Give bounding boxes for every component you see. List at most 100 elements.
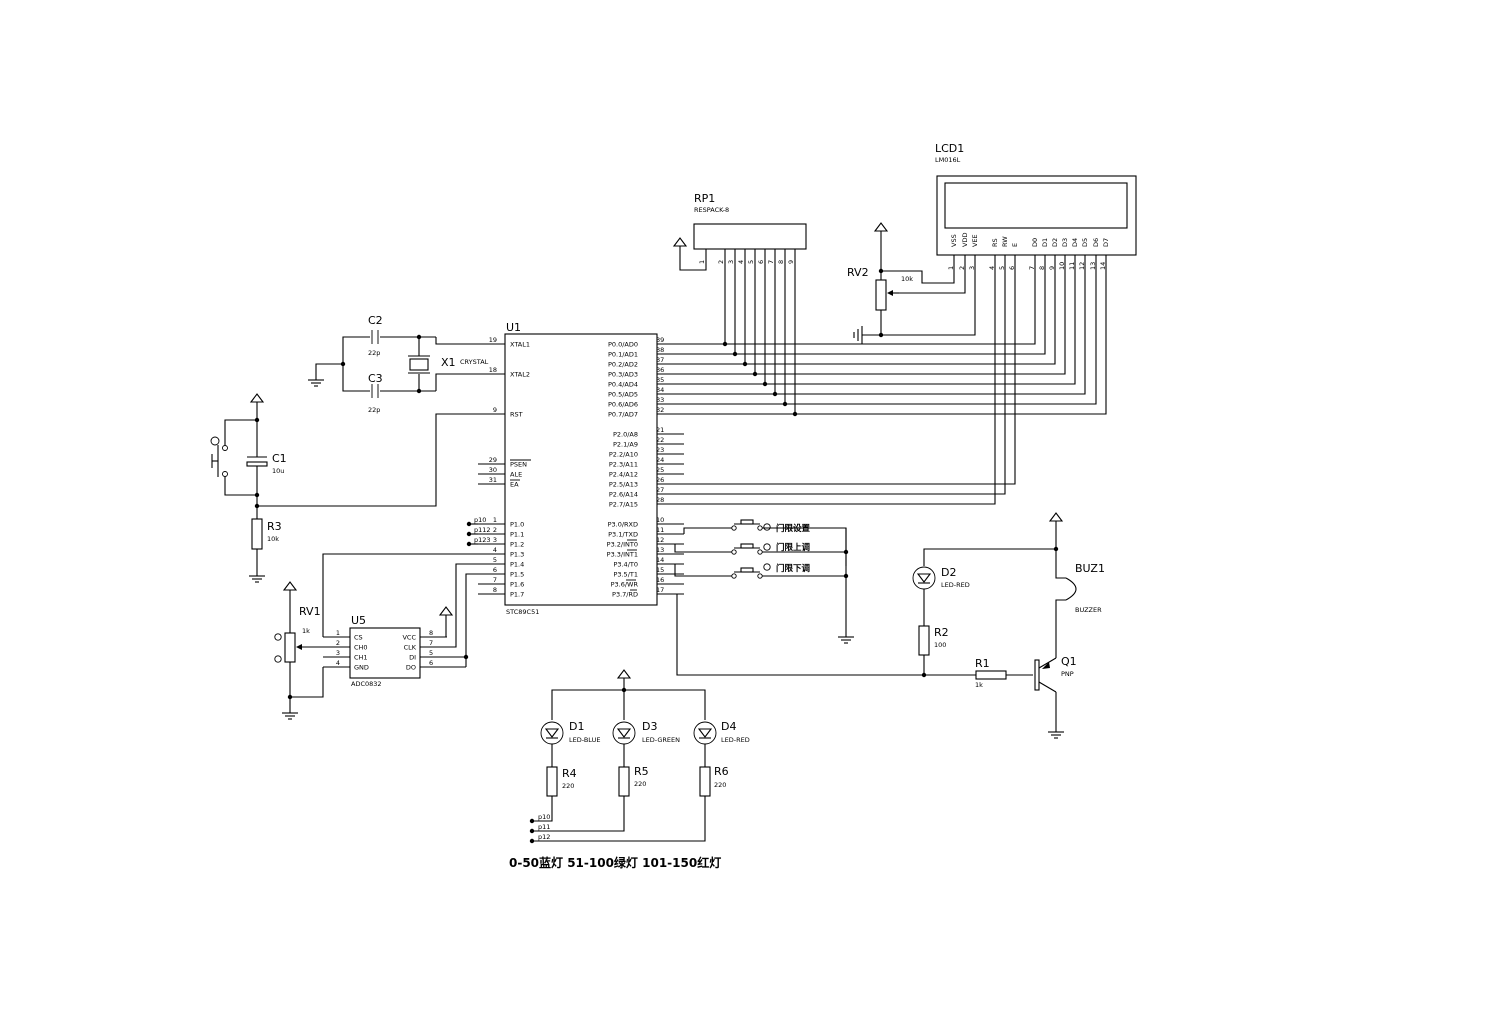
wire-p0-1 xyxy=(684,273,1046,355)
u1-pin-num-39: 39 xyxy=(656,336,664,344)
lcd-pin-num-9: 9 xyxy=(1048,266,1056,270)
u1-pin-num-2: 2 xyxy=(493,526,497,534)
u1-pin-num-8: 8 xyxy=(493,586,497,594)
net-label-p10: p10 xyxy=(538,813,550,821)
d1-body xyxy=(544,728,560,738)
d4-body xyxy=(697,728,713,738)
u1-pin-num-22: 22 xyxy=(656,436,664,444)
r5-value: 220 xyxy=(634,780,646,788)
u1-pin-num-14: 14 xyxy=(656,556,664,564)
ground-symbol-q1 xyxy=(1048,731,1064,739)
rv2-ref: RV2 xyxy=(847,266,869,279)
wire-cs-p13 xyxy=(322,553,478,637)
d2-ref: D2 xyxy=(941,566,956,579)
u1-pin-num-17: 17 xyxy=(656,586,664,594)
lcd-pin-name-10: D3 xyxy=(1061,238,1069,247)
q1-value: PNP xyxy=(1061,670,1074,678)
wire-c2-left xyxy=(342,336,370,380)
junction-reset-vcc xyxy=(254,417,260,423)
u1-pin-num-33: 33 xyxy=(656,396,664,404)
junction-rp1-4 xyxy=(762,381,768,387)
rv2-value: 10k xyxy=(901,275,913,283)
u1-pin-name-27: P2.6/A14 xyxy=(609,491,638,499)
u1-pin-name-34: P0.5/AD5 xyxy=(608,391,638,399)
wire-p0-4 xyxy=(684,273,1076,385)
u5-pin-name-5: DI xyxy=(409,654,416,662)
lcd-pin-name-5: RW xyxy=(1001,236,1009,247)
u1-pin-num-38: 38 xyxy=(656,346,664,354)
rv1-marker-down[interactable] xyxy=(274,655,282,663)
u1-pin-name-7: P1.6 xyxy=(510,581,524,589)
u5-pin-num-8: 8 xyxy=(429,629,433,637)
u5-value: ADC0832 xyxy=(351,680,382,688)
lcd-pin-name-3: VEE xyxy=(971,234,979,247)
u1-pin-num-25: 25 xyxy=(656,466,664,474)
u1-pin-name-39: P0.0/AD0 xyxy=(608,341,638,349)
wire-p27-rs xyxy=(684,273,996,505)
power-arrow-buzzer xyxy=(1048,512,1064,522)
d3-body xyxy=(616,728,632,738)
rp1-pin-num-6: 6 xyxy=(757,260,765,264)
c3-ref: C3 xyxy=(368,372,383,385)
lcd-pin-num-4: 4 xyxy=(988,266,996,270)
p1-net-labels: p10 p112 p123 xyxy=(466,516,491,547)
u1-pin-name-9: RST xyxy=(510,411,523,419)
u1-pin-name-24: P2.3/A11 xyxy=(609,461,638,469)
power-arrow-reset xyxy=(249,393,265,403)
rp1-body xyxy=(693,223,807,250)
lcd-power-wiring: RV2 10k xyxy=(847,222,976,344)
rp1-pin-num-1: 1 xyxy=(698,260,706,264)
rv1-body[interactable] xyxy=(284,632,296,663)
lcd-pin-num-6: 6 xyxy=(1008,266,1016,270)
wire-rp1-common xyxy=(679,246,707,271)
rv1-marker-up[interactable] xyxy=(274,633,282,641)
rv2-body[interactable] xyxy=(875,279,887,311)
lcd-pin-name-4: RS xyxy=(991,238,999,247)
lcd1-display: LCD1 LM016L 1VSS2VDD3VEE4RS5RW6E7D08D19D… xyxy=(935,142,1137,273)
rp1-pin-num-7: 7 xyxy=(767,260,775,264)
u1-pin-num-28: 28 xyxy=(656,496,664,504)
reset-switch-contact-top xyxy=(222,445,228,451)
u1-pin-name-23: P2.2/A10 xyxy=(609,451,638,459)
u1-pin-name-21: P2.0/A8 xyxy=(613,431,638,439)
wire-c3-left xyxy=(342,380,370,392)
u1-pin-name-18: XTAL2 xyxy=(510,371,530,379)
power-arrow-rp1 xyxy=(672,237,688,247)
lcd-pin-num-13: 13 xyxy=(1089,262,1097,270)
d4-ref: D4 xyxy=(721,720,736,733)
lcd-pin-num-10: 10 xyxy=(1058,262,1066,270)
u1-body xyxy=(504,333,658,606)
wire-p0-7 xyxy=(684,273,1107,415)
r5-ref: R5 xyxy=(634,765,649,778)
r6-value: 220 xyxy=(714,781,726,789)
d3-ref: D3 xyxy=(642,720,657,733)
x1-body xyxy=(409,358,429,371)
u1-pin-name-19: XTAL1 xyxy=(510,341,530,349)
u1-pin-num-23: 23 xyxy=(656,446,664,454)
u1-pin-num-4: 4 xyxy=(493,546,497,554)
lcd-pin-num-2: 2 xyxy=(958,266,966,270)
wire-r4-p10 xyxy=(532,796,553,822)
lcd-pin-name-11: D4 xyxy=(1071,238,1079,247)
u1-pin-num-16: 16 xyxy=(656,576,664,584)
r2-value: 100 xyxy=(934,641,946,649)
r4-body xyxy=(546,766,558,797)
rv1-value: 1k xyxy=(302,627,310,635)
u1-pin-name-35: P0.4/AD4 xyxy=(608,381,638,389)
wire-btn3-left xyxy=(657,563,732,577)
wire-p0-5 xyxy=(684,273,1086,395)
u1-pin-name-29: PSEN xyxy=(510,461,527,469)
x1-ref: X1 xyxy=(441,356,456,369)
junction-rst xyxy=(254,503,260,509)
u5-ref: U5 xyxy=(351,614,366,627)
wire-q1-buzzer xyxy=(1055,599,1066,658)
u1-pin-num-12: 12 xyxy=(656,536,664,544)
wire-p0-2 xyxy=(684,273,1056,365)
lcd-pin-num-7: 7 xyxy=(1028,266,1036,270)
lcd-pin-num-14: 14 xyxy=(1099,262,1107,270)
q1-ref: Q1 xyxy=(1061,655,1077,668)
wire-r6-p12 xyxy=(532,796,706,842)
wire-u5-gnd xyxy=(290,667,324,698)
d4-value: LED-RED xyxy=(721,736,750,744)
